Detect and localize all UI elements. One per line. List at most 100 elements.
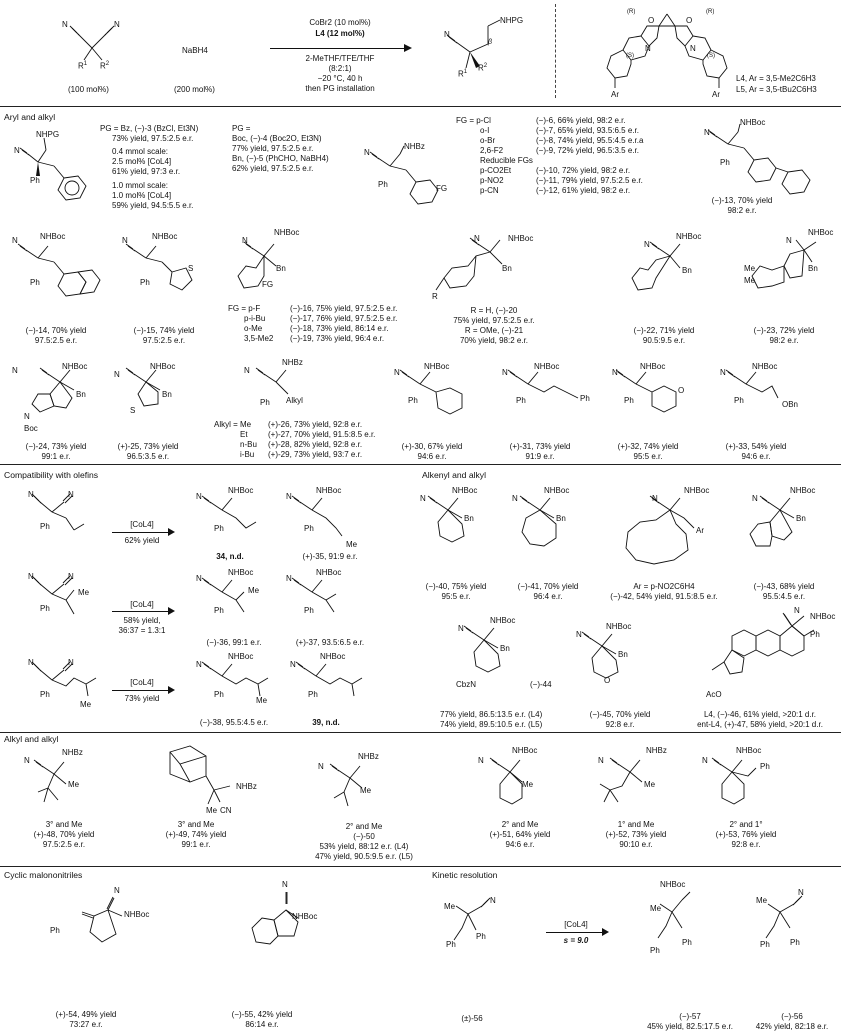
er-54: 73:27 e.r. [69, 1020, 103, 1029]
er-23: 98:2 e.r. [769, 336, 799, 345]
structure-55 [251, 892, 299, 945]
er-48: 97.5:2.5 e.r. [42, 840, 86, 849]
structure-48 [33, 759, 67, 803]
yield-21: R = OMe, (−)-21 [464, 326, 524, 335]
er-15: 97.5:2.5 e.r. [142, 336, 186, 345]
yield-22: (−)-22, 71% yield [633, 326, 695, 335]
structure-16-19 [237, 241, 277, 289]
structure-50 [329, 763, 363, 807]
structure-56-racemic [453, 897, 491, 941]
olefin-arrow-2-label: [CoL4] [130, 600, 154, 609]
header-rule [0, 106, 841, 107]
yield-20: R = H, (−)-20 [470, 306, 518, 315]
label-35: (+)-35, 91:9 e.r. [302, 552, 358, 561]
label-37: (+)-37, 93.5:6.5 e.r. [295, 638, 365, 647]
yield-30: (+)-30, 67% yield [401, 442, 463, 451]
er-55: 86:14 e.r. [245, 1020, 279, 1029]
er-40: 95:5 e.r. [441, 592, 471, 601]
structure-31 [507, 369, 579, 399]
substrate-olefin-2 [31, 575, 75, 615]
reagent-1-amount: (100 mol%) [68, 85, 109, 94]
er-41: 96:4 e.r. [533, 592, 563, 601]
yield-44-l4: 77% yield, 86.5:13.5 e.r. (L4) [440, 710, 543, 719]
condition-line: CoBr2 (10 mol%) [309, 18, 371, 27]
olefin-arrow-2-yield: 58% yield, [123, 616, 161, 625]
structure-22 [631, 241, 681, 291]
yield-40: (−)-40, 75% yield [425, 582, 487, 591]
condition-line: (8:2:1) [328, 64, 352, 73]
structure-24 [31, 367, 75, 413]
arrow-head [404, 44, 412, 52]
structure-20-21 [435, 237, 503, 291]
yield-50-l4: 53% yield, 88:12 e.r. (L4) [319, 842, 409, 851]
structure-56-product [765, 895, 803, 939]
malononitrile-structure [69, 25, 115, 61]
structure-13 [707, 123, 811, 195]
er-43: 95.5:4.5 e.r. [762, 592, 806, 601]
structure-57 [657, 891, 691, 939]
structure-34 [201, 495, 257, 529]
label-34: 34, n.d. [216, 552, 244, 561]
product-structure [446, 19, 501, 69]
er-33: 94:6 e.r. [741, 452, 771, 461]
structure-26-29 [255, 367, 289, 395]
structure-6-12 [369, 145, 439, 205]
yield-53: (+)-53, 76% yield [715, 830, 777, 839]
structure-43 [749, 495, 795, 547]
kinetic-arrow-label: [CoL4] [564, 920, 588, 929]
olefin-arrow-3 [112, 690, 172, 691]
structure-35 [291, 495, 343, 537]
type-50: 2° and Me [345, 822, 383, 831]
structure-37 [291, 577, 337, 613]
structure-25 [125, 367, 161, 407]
ar-definition-42: Ar = p-NO2C6H4 [633, 582, 695, 591]
yield-57: 45% yield, 82.5:17.5 e.r. [647, 1022, 733, 1031]
er-52: 90:10 e.r. [619, 840, 653, 849]
er-51: 94:6 e.r. [505, 840, 535, 849]
type-53: 2° and 1° [729, 820, 763, 829]
label-38: (−)-38, 95.5:4.5 e.r. [199, 718, 269, 727]
yield-54: (+)-54, 49% yield [55, 1010, 117, 1019]
structure-49 [169, 745, 231, 805]
label-36: (−)-36, 99:1 e.r. [206, 638, 262, 647]
yield-49: (+)-49, 74% yield [165, 830, 227, 839]
divider [0, 866, 841, 867]
section-title-olefins: Compatibility with olefins [4, 470, 99, 480]
ligand-l4-legend: L4, Ar = 3,5-Me2C6H3 [736, 74, 816, 83]
yield-25: (+)-25, 73% yield [117, 442, 179, 451]
yield-31: (+)-31, 73% yield [509, 442, 571, 451]
structure-40 [427, 495, 465, 543]
yield-46: L4, (−)-46, 61% yield, >20:1 d.r. [703, 710, 817, 719]
label-39: 39, n.d. [312, 718, 340, 727]
yield-52: (+)-52, 73% yield [605, 830, 667, 839]
label-50: (−)-50 [353, 832, 375, 841]
section-title-kinetic: Kinetic resolution [432, 870, 498, 880]
olefin-arrow-3-yield: 73% yield [124, 694, 160, 703]
section-title-cyclic: Cyclic malononitriles [4, 870, 83, 880]
er-30: 94:6 e.r. [417, 452, 447, 461]
label-44: (−)-44 [530, 680, 552, 689]
er-25: 96.5:3.5 e.r. [126, 452, 170, 461]
type-49: 3° and Me [177, 820, 215, 829]
structure-39 [295, 661, 363, 697]
reagent-2-name: NaBH4 [182, 46, 208, 55]
structure-41 [519, 495, 557, 547]
er-53: 92:8 e.r. [731, 840, 761, 849]
er-45: 92:8 e.r. [605, 720, 635, 729]
yield-44-l5: 74% yield, 89.5:10.5 e.r. (L5) [440, 720, 543, 729]
structure-23 [751, 239, 817, 289]
kinetic-selectivity: s = 9.0 [563, 936, 589, 945]
er-32: 95:5 e.r. [633, 452, 663, 461]
label-56: (−)-56 [781, 1012, 803, 1021]
yield-43: (−)-43, 68% yield [753, 582, 815, 591]
olefin-arrow-1-label: [CoL4] [130, 520, 154, 529]
ligand-l5-legend: L5, Ar = 3,5-tBu2C6H3 [736, 85, 817, 94]
structure-15 [125, 243, 193, 291]
er-20: 75% yield, 97.5:2.5 e.r. [453, 316, 535, 325]
substrate-olefin-1 [31, 493, 85, 531]
yield-23: (−)-23, 72% yield [753, 326, 815, 335]
olefin-arrow-1 [112, 532, 172, 533]
section-title-alkenyl-alkyl: Alkenyl and alkyl [422, 470, 487, 480]
section-title-aryl-alkyl: Aryl and alkyl [4, 112, 56, 122]
yield-42: (−)-42, 54% yield, 91.5:8.5 e.r. [610, 592, 718, 601]
